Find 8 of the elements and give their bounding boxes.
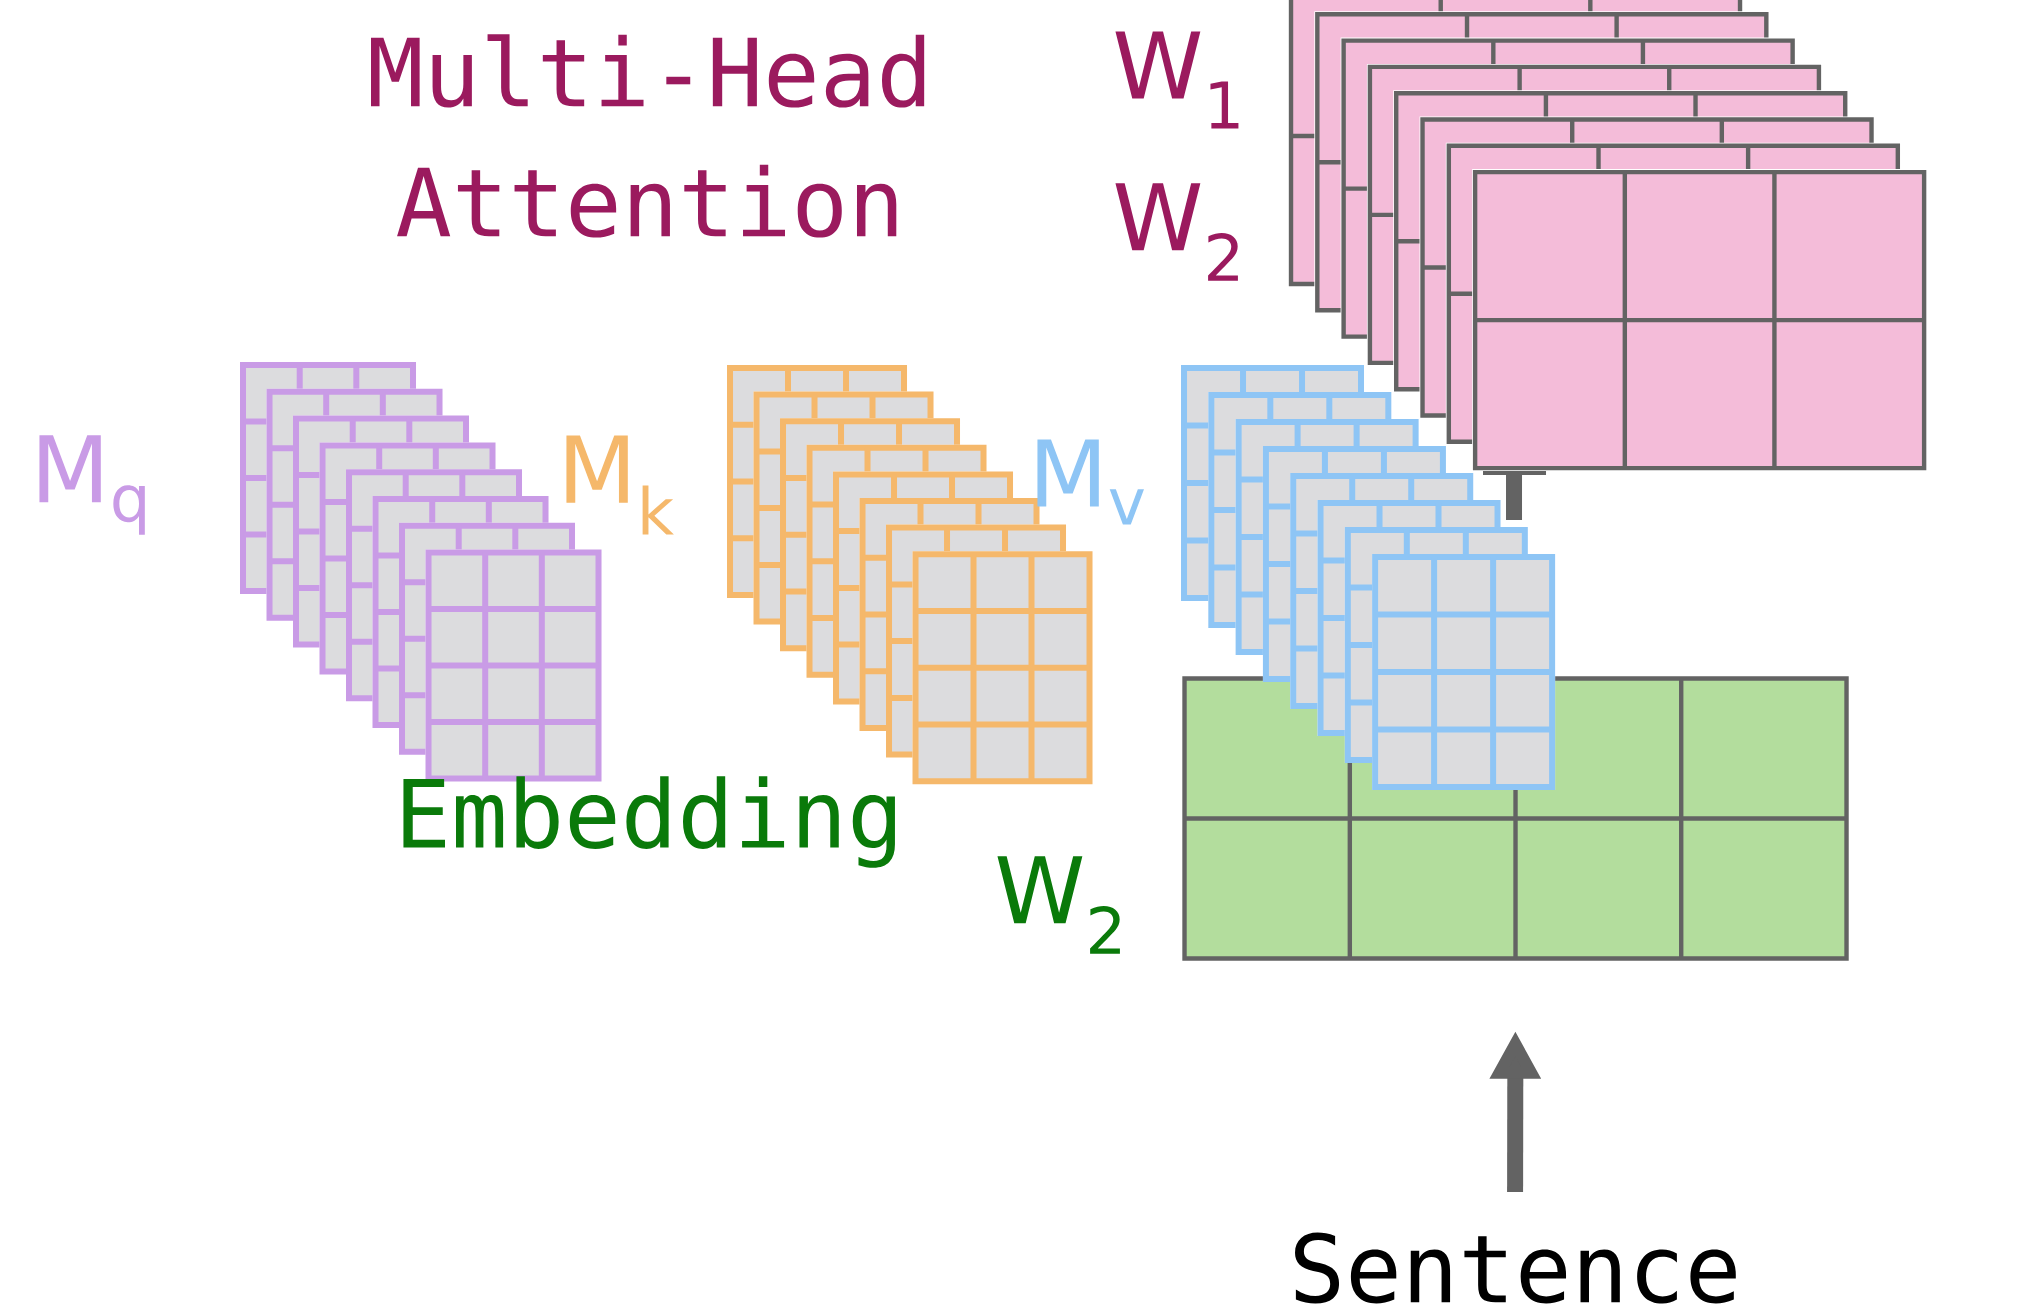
embedding-label: Embedding — [403, 776, 895, 868]
matrix-label: M$_{k}$ — [566, 435, 674, 535]
matrix-label: W$_{2}$ — [1115, 183, 1238, 281]
matrix-label: W$_{1}$ — [1115, 31, 1239, 129]
sentence-label: Sentence — [1295, 1232, 1736, 1304]
matrix-label: M$_{v}$ — [1037, 439, 1144, 525]
title: Multi-Head Attention — [371, 34, 925, 238]
matrix-label: M$_{q}$ — [39, 435, 145, 535]
